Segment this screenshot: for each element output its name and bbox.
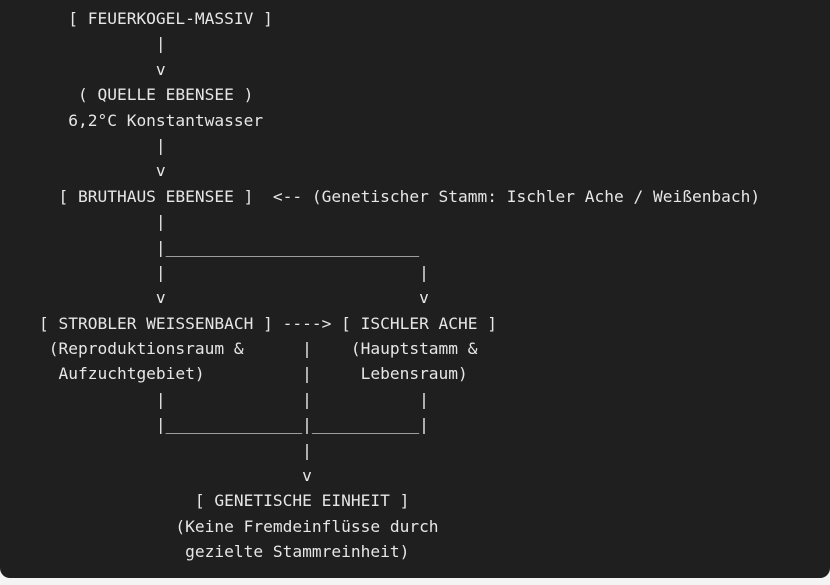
diagram-line-connector: | [0,212,166,232]
diagram-line-temperature: 6,2°C Konstantwasser [0,110,264,130]
diagram-line-branch: |__________________________ [0,237,420,257]
ascii-flow-diagram: [ FEUERKOGEL-MASSIV ] | v ( QUELLE EBENS… [0,6,760,565]
diagram-line-merge: |______________|___________| [0,415,429,435]
diagram-line-arrow: v [0,161,166,181]
diagram-line-strobler-ischler: [ STROBLER WEISSENBACH ] ----> [ ISCHLER… [0,313,498,333]
diagram-line-connector: | [0,135,166,155]
diagram-line-merge-connectors: | | | [0,389,429,409]
diagram-line-descriptions-1: (Reproduktionsraum & | (Hauptstamm & [0,339,478,359]
diagram-line-branch-connectors: | | [0,262,429,282]
diagram-line-bruthaus-ebensee: [ BRUTHAUS EBENSEE ] <-- (Genetischer St… [0,186,761,206]
diagram-line-descriptions-2: Aufzuchtgebiet) | Lebensraum) [0,364,468,384]
diagram-line-connector: | [0,440,312,460]
diagram-line-genetische-einheit: [ GENETISCHE EINHEIT ] [0,491,410,511]
diagram-line-branch-arrows: v v [0,288,429,308]
diagram-line-arrow: v [0,466,312,486]
diagram-line-feuerkogel-massiv: [ FEUERKOGEL-MASSIV ] [0,9,273,28]
diagram-line-einheit-note-1: (Keine Fremdeinflüsse durch [0,516,439,536]
diagram-line-arrow: v [0,59,166,79]
diagram-line-einheit-note-2: gezielte Stammreinheit) [0,542,410,562]
diagram-line-quelle-ebensee: ( QUELLE EBENSEE ) [0,85,254,105]
diagram-line-connector: | [0,34,166,54]
